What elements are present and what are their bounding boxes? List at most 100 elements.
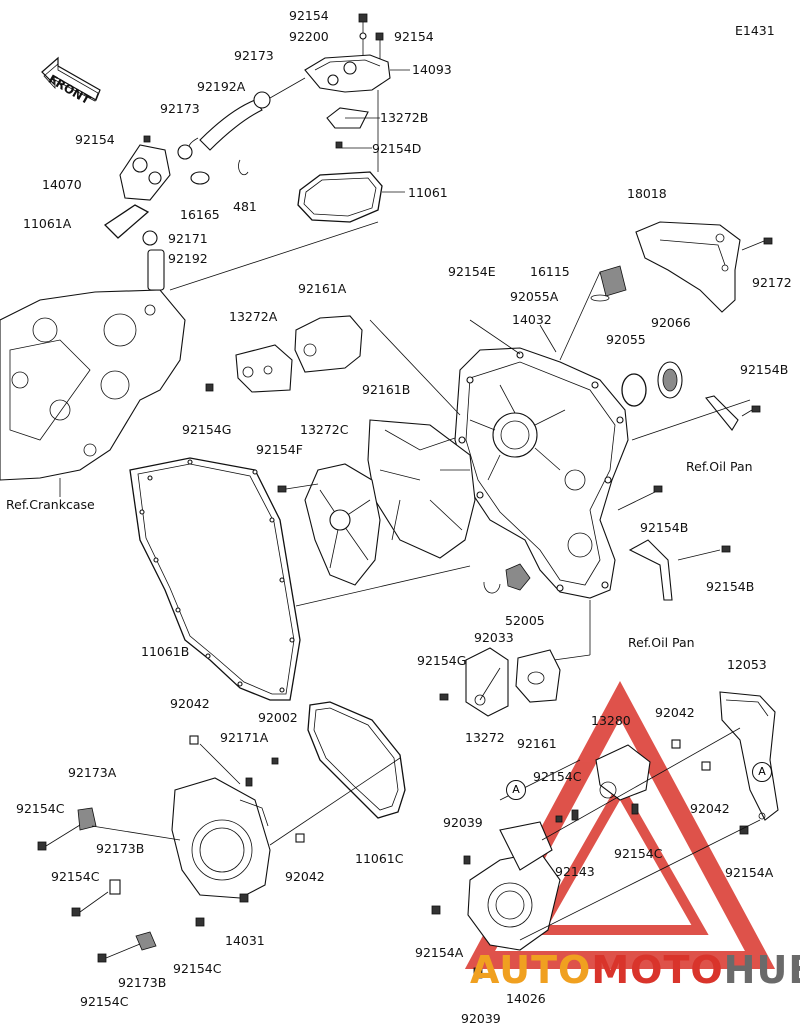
hose xyxy=(199,99,263,151)
part-label: 92154F xyxy=(256,442,303,457)
part-label: 92154C xyxy=(614,846,663,861)
part-label: 14031 xyxy=(225,933,265,948)
damper xyxy=(294,315,363,373)
gasket xyxy=(307,701,406,819)
generator-cover xyxy=(171,777,271,899)
part-label: 92161B xyxy=(362,382,411,397)
watermark-part: MOTO xyxy=(591,948,724,992)
oil-pump-part xyxy=(505,563,531,591)
plate xyxy=(465,647,509,717)
gasket xyxy=(103,204,150,239)
part-label: 92200 xyxy=(289,29,329,44)
part-label: 92042 xyxy=(285,869,325,884)
part-label: 92055A xyxy=(510,289,559,304)
part-label: 92154 xyxy=(289,8,329,23)
part-label: 92042 xyxy=(170,696,210,711)
part-label: 92154C xyxy=(51,869,100,884)
sprocket-cover xyxy=(467,851,561,951)
part-label: 11061B xyxy=(141,644,190,659)
part-label: 92154B xyxy=(706,579,755,594)
part-label: 92192 xyxy=(168,251,208,266)
part-label: 11061A xyxy=(23,216,72,231)
part-label: Ref.Oil Pan xyxy=(628,635,695,650)
part-label: 16165 xyxy=(180,207,220,222)
clamp xyxy=(253,91,271,109)
part-label: 18018 xyxy=(627,186,667,201)
watermark-part: HUB xyxy=(723,948,800,992)
guard xyxy=(635,221,741,313)
part-label: 92066 xyxy=(651,315,691,330)
part-label: 92033 xyxy=(474,630,514,645)
clamp xyxy=(77,807,97,831)
part-label: 92154D xyxy=(372,141,422,156)
part-label: 92154C xyxy=(16,801,65,816)
part-label: 92154C xyxy=(533,769,582,784)
part-label: 14070 xyxy=(42,177,82,192)
clamp xyxy=(177,144,193,160)
part-label: 92039 xyxy=(443,815,483,830)
part-label: 92171A xyxy=(220,730,269,745)
part-label: 11061 xyxy=(408,185,448,200)
hose xyxy=(147,249,165,291)
watermark-logo xyxy=(464,681,776,969)
part-label: 14032 xyxy=(512,312,552,327)
o-ring xyxy=(621,373,647,407)
part-label: 16115 xyxy=(530,264,570,279)
gasket xyxy=(129,457,301,701)
part-label: 92055 xyxy=(606,332,646,347)
diagram-code: E1431 xyxy=(735,23,775,38)
part-label: 92154A xyxy=(725,865,774,880)
part-label: 14093 xyxy=(412,62,452,77)
part-label: 92154C xyxy=(80,994,129,1009)
part-label: 92143 xyxy=(555,864,595,879)
part-label: Ref.Crankcase xyxy=(6,497,95,512)
part-label: 13272B xyxy=(380,110,429,125)
front-arrow-icon xyxy=(41,56,101,102)
part-label: 92154G xyxy=(417,653,467,668)
part-label: 92173 xyxy=(234,48,274,63)
part-label: 13272C xyxy=(300,422,349,437)
part-label: 13272 xyxy=(465,730,505,745)
part-label: 92154C xyxy=(173,961,222,976)
damper xyxy=(515,649,561,703)
part-label: 92154E xyxy=(448,264,496,279)
bolt-icon xyxy=(358,13,368,23)
part-label: 92173B xyxy=(118,975,167,990)
part-label: 11061C xyxy=(355,851,404,866)
part-label: 92161 xyxy=(517,736,557,751)
callout-a: A xyxy=(752,762,772,782)
crankcase-ref xyxy=(0,289,186,497)
part-label: 13272A xyxy=(229,309,278,324)
part-label: 92042 xyxy=(690,801,730,816)
oil-filler-cap xyxy=(599,265,627,297)
part-label: 92173B xyxy=(96,841,145,856)
gasket xyxy=(297,171,383,223)
part-label: 92002 xyxy=(258,710,298,725)
part-label: 92192A xyxy=(197,79,246,94)
guide xyxy=(719,691,779,821)
part-label: Ref.Oil Pan xyxy=(686,459,753,474)
clutch-cover xyxy=(454,347,629,599)
watermark-text: AUTOMOTOHUB xyxy=(470,948,800,992)
bolt-icon xyxy=(375,32,384,41)
part-label: 92171 xyxy=(168,231,208,246)
part-label: 92154G xyxy=(182,422,232,437)
part-label: 92172 xyxy=(752,275,792,290)
part-label: 92154B xyxy=(640,520,689,535)
callout-a: A xyxy=(506,780,526,800)
part-label: 92154A xyxy=(415,945,464,960)
part-label: 92039 xyxy=(461,1011,501,1026)
part-label: 92154 xyxy=(394,29,434,44)
watermark-part: AUTO xyxy=(470,948,592,992)
part-label: 13280 xyxy=(591,713,631,728)
part-label: 92042 xyxy=(655,705,695,720)
part-label: 92154B xyxy=(740,362,789,377)
water-pipe xyxy=(119,144,171,201)
part-label: 92173 xyxy=(160,101,200,116)
part-label: 14026 xyxy=(506,991,546,1006)
part-label: 481 xyxy=(233,199,257,214)
part-label: 92154 xyxy=(75,132,115,147)
part-label: 52005 xyxy=(505,613,545,628)
